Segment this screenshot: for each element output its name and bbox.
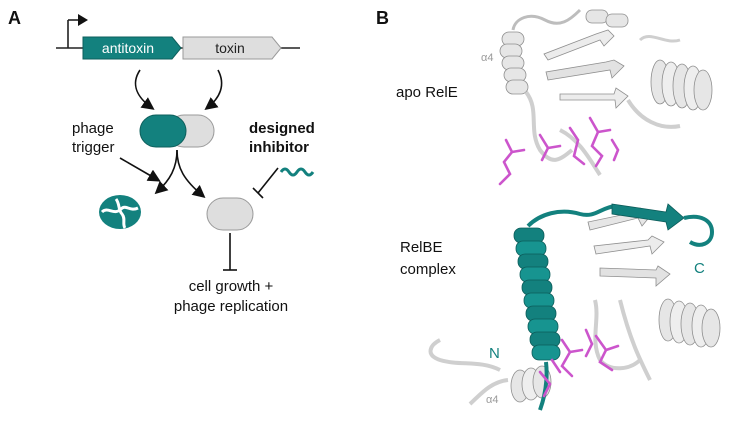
arrow-toxin-to-complex <box>204 69 223 110</box>
complex-branch-arrows <box>154 149 206 199</box>
free-toxin <box>206 197 254 231</box>
relbe-complex-structure <box>428 203 721 411</box>
antitoxin-gene-label: antitoxin <box>102 40 154 56</box>
relb-antitoxin-chain <box>513 203 715 411</box>
apo-alpha4-helix <box>499 31 529 95</box>
toxin-blunt-arrow <box>223 233 237 271</box>
relbe-label-2: complex <box>400 261 456 278</box>
outcome-label-1: cell growth + <box>189 278 274 295</box>
antitoxin-gene: antitoxin <box>82 36 182 60</box>
c-terminus-label: C <box>694 260 705 277</box>
panel-a: A antitoxin toxin phage trigger <box>8 8 315 315</box>
panel-b-letter: B <box>376 8 389 28</box>
arrow-antitoxin-to-complex <box>134 69 155 110</box>
degraded-antitoxin-icon <box>99 195 141 229</box>
n-terminus-label: N <box>489 345 500 362</box>
relbe-label-1: RelBE <box>400 239 443 256</box>
apo-right-helix <box>650 59 713 111</box>
apo-rele-structure <box>499 8 713 177</box>
phage-trigger-arrow <box>119 157 161 182</box>
complex-right-helix <box>658 298 721 348</box>
apo-alpha4-label: α4 <box>481 52 493 64</box>
complex-alpha4-label: α4 <box>486 394 498 406</box>
designed-inhibitor-icon <box>279 167 315 177</box>
panel-a-letter: A <box>8 8 21 28</box>
relb-helix <box>513 227 561 361</box>
phage-trigger-label-1: phage <box>72 120 114 137</box>
ta-complex <box>139 114 215 148</box>
outcome-label-2: phage replication <box>174 298 288 315</box>
panel-b: B <box>376 8 721 411</box>
complex-active-site-residues <box>538 328 620 398</box>
toxin-gene-label: toxin <box>215 40 245 56</box>
phage-trigger-label-2: trigger <box>72 139 115 156</box>
designed-inhibitor-label-2: inhibitor <box>249 139 309 156</box>
toxin-gene: toxin <box>182 36 282 60</box>
inhibitor-blunt-arrow <box>252 167 279 199</box>
designed-inhibitor-label-1: designed <box>249 120 315 137</box>
apo-rele-label: apo RelE <box>396 84 458 101</box>
apo-active-site-residues <box>498 116 620 186</box>
